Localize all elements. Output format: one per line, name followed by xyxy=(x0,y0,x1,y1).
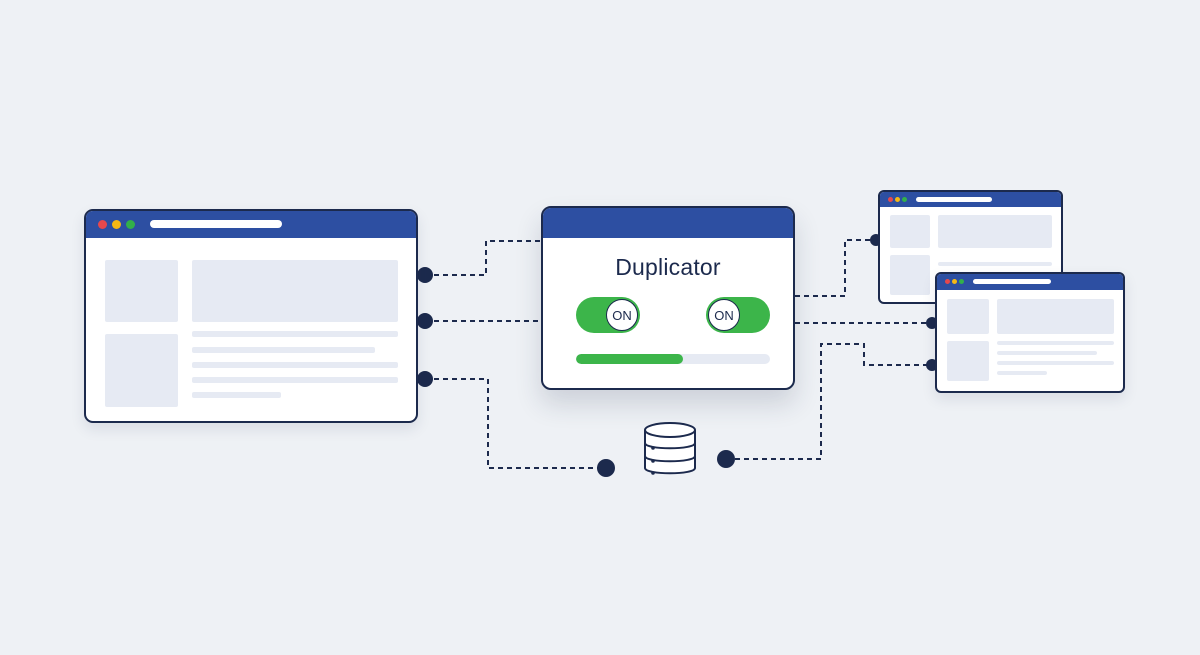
address-bar xyxy=(973,279,1051,284)
text-line-placeholder xyxy=(192,392,281,398)
minimize-dot-icon xyxy=(895,197,900,202)
progress-fill xyxy=(576,354,683,364)
toggle-left-label: ON xyxy=(612,307,632,323)
toggle-right-knob: ON xyxy=(708,299,740,331)
toggle-right[interactable]: ON xyxy=(706,297,770,333)
text-line-placeholder xyxy=(192,347,375,353)
text-line-placeholder xyxy=(192,377,398,383)
text-line-placeholder xyxy=(997,361,1114,365)
duplicator-panel: Duplicator ON ON xyxy=(541,206,795,390)
image-placeholder xyxy=(105,334,178,407)
panel-header-bar xyxy=(543,208,793,238)
address-bar xyxy=(916,197,992,202)
close-dot-icon xyxy=(98,220,107,229)
text-line-placeholder xyxy=(997,351,1097,355)
text-line-placeholder xyxy=(938,262,1052,266)
image-placeholder xyxy=(890,255,930,295)
header-placeholder xyxy=(997,299,1114,334)
connector-dot-icon xyxy=(417,371,433,387)
window-titlebar xyxy=(86,211,416,238)
duplicator-title: Duplicator xyxy=(615,254,721,280)
toggle-left-knob: ON xyxy=(606,299,638,331)
text-line-placeholder xyxy=(192,331,398,337)
database-icon xyxy=(644,422,696,475)
close-dot-icon xyxy=(945,279,950,284)
minimize-dot-icon xyxy=(112,220,121,229)
text-line-placeholder xyxy=(192,362,398,368)
maximize-dot-icon xyxy=(959,279,964,284)
image-placeholder xyxy=(105,260,178,322)
connector-source-to-duplicator-top xyxy=(425,240,541,276)
window-titlebar xyxy=(937,274,1123,290)
address-bar xyxy=(150,220,282,228)
connector-dot-icon xyxy=(717,450,735,468)
window-titlebar xyxy=(880,192,1061,207)
toggle-right-label: ON xyxy=(714,307,734,323)
duplication-progress-bar xyxy=(576,354,770,364)
image-placeholder xyxy=(947,341,989,381)
header-placeholder xyxy=(938,215,1052,248)
image-placeholder xyxy=(890,215,930,248)
close-dot-icon xyxy=(888,197,893,202)
maximize-dot-icon xyxy=(126,220,135,229)
connector-source-to-database xyxy=(425,378,605,469)
toggle-left[interactable]: ON xyxy=(576,297,640,333)
connector-dot-icon xyxy=(417,313,433,329)
text-line-placeholder xyxy=(997,341,1114,345)
connector-dot-icon xyxy=(597,459,615,477)
connector-dot-icon xyxy=(417,267,433,283)
text-line-placeholder xyxy=(997,371,1047,375)
header-placeholder xyxy=(192,260,398,322)
connector-duplicator-to-copy-top xyxy=(795,239,876,297)
minimize-dot-icon xyxy=(952,279,957,284)
copy-site-window-front xyxy=(935,272,1125,393)
image-placeholder xyxy=(947,299,989,334)
source-site-window xyxy=(84,209,418,423)
maximize-dot-icon xyxy=(902,197,907,202)
